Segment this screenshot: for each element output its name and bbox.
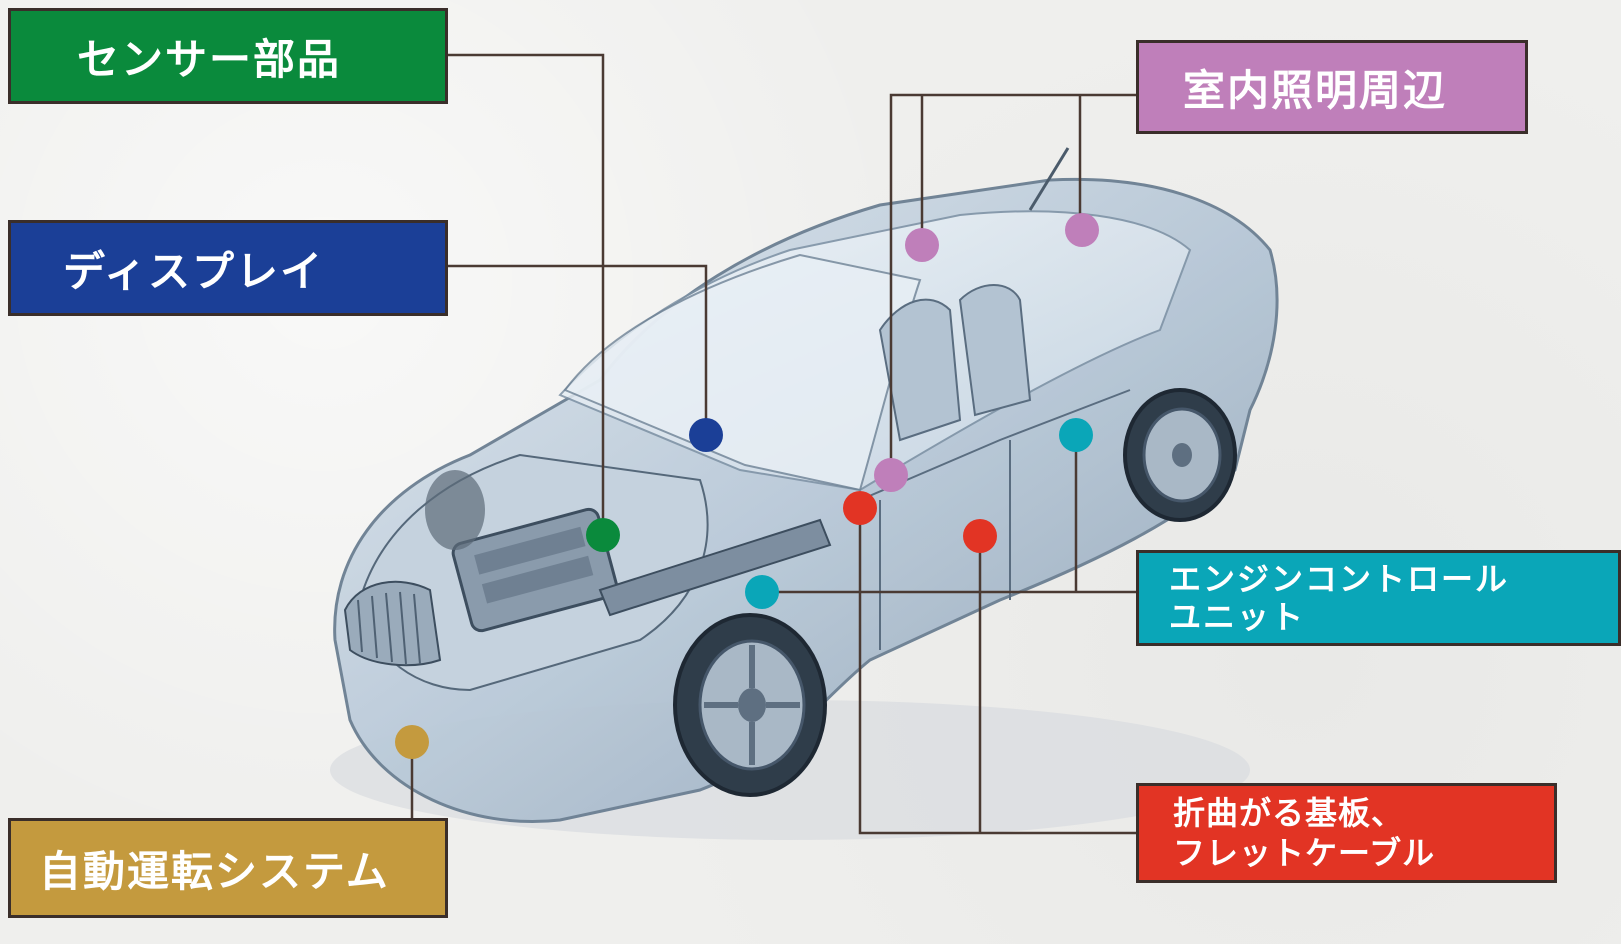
label-engine-control-unit: エンジンコントロール ユニット: [1136, 550, 1621, 646]
car-illustration: [330, 147, 1279, 840]
label-engine-control-unit-text: エンジンコントロール ユニット: [1169, 560, 1510, 636]
connector-lines: [410, 53, 1136, 835]
label-flexible-board: 折曲がる基板、 フレットケーブル: [1136, 783, 1557, 883]
flex-marker-1: [843, 491, 877, 525]
sensor-marker: [586, 518, 620, 552]
room-light-marker-2: [1065, 213, 1099, 247]
label-display: ディスプレイ: [8, 220, 448, 316]
display-marker: [689, 418, 723, 452]
room-light-marker-1: [905, 228, 939, 262]
label-autonomous-driving-text: 自動運転システム: [39, 846, 390, 896]
room-light-marker-3: [874, 458, 908, 492]
label-sensor-parts: センサー部品: [8, 8, 448, 104]
auto-driving-marker: [395, 725, 429, 759]
ecu-marker-2: [745, 575, 779, 609]
ecu-marker-1: [1059, 418, 1093, 452]
label-room-lighting: 室内照明周辺: [1136, 40, 1528, 134]
flex-marker-2: [963, 519, 997, 553]
label-autonomous-driving: 自動運転システム: [8, 818, 448, 918]
label-display-text: ディスプレイ: [63, 246, 325, 296]
label-flexible-board-text: 折曲がる基板、 フレットケーブル: [1173, 794, 1436, 872]
label-room-lighting-text: 室内照明周辺: [1183, 65, 1448, 115]
label-sensor-parts-text: センサー部品: [77, 34, 342, 84]
